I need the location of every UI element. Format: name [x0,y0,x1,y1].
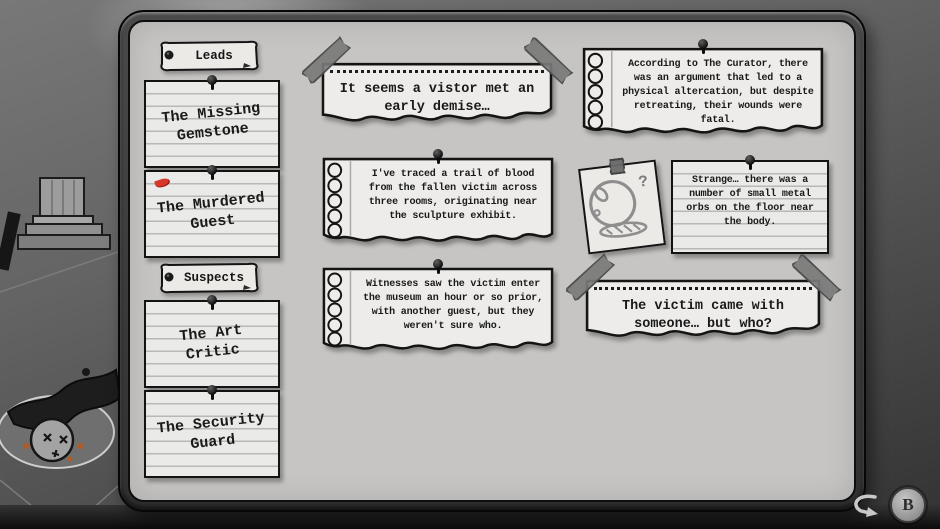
back-arrow-icon [854,494,878,517]
metal-orb [82,368,90,376]
pin-icon [697,39,709,56]
torn-paper [585,279,821,337]
tab-leads: Leads [156,40,262,72]
note-curator: According to The Curator, there was an a… [580,39,826,144]
pin-icon [206,295,218,312]
dotted-rule [330,70,544,73]
lead-card-murdered-guest[interactable]: The Murdered Guest [144,165,280,258]
note-text: Strange… there was a number of small met… [686,175,814,228]
note-metal-orbs: Strange… there was a number of small met… [671,155,829,254]
torn-paper [582,47,824,134]
pin-icon [206,75,218,92]
note-text: It seems a vistor met an early demise… [339,82,535,115]
tape-icon [608,157,626,175]
tab-suspects: Suspects [156,262,262,294]
note-companion-question: The victim came with someone… but who? [581,274,825,346]
torn-paper [322,267,554,351]
pin-icon [206,385,218,402]
victim-body [0,368,120,469]
pin-icon [432,259,444,276]
torn-paper [321,62,553,122]
background-scene [0,177,120,529]
note-text: Witnesses saw the victim enter the museu… [363,279,543,332]
note-headline: It seems a vistor met an early demise… [317,57,557,131]
note-orb-sketch: ? [578,160,666,255]
controller-prompt[interactable]: B [848,487,926,523]
pin-icon [206,165,218,182]
note-text: I've traced a trail of blood from the fa… [368,169,538,222]
dark-sculpture [0,211,21,271]
pin-icon [432,149,444,166]
evidence-board: Leads The Missing Gemstone The Murdered … [118,10,866,512]
torn-paper [322,157,554,242]
note-witnesses: Witnesses saw the victim enter the museu… [320,259,556,360]
tab-suspects-label: Suspects [183,271,244,285]
suspect-card-security-guard[interactable]: The Security Guard [144,385,280,478]
lead-card-missing-gemstone[interactable]: The Missing Gemstone [144,75,280,168]
note-text: The victim came with someone… but who? [621,299,785,332]
orb-sketch-drawing [589,179,648,238]
banner-paper [160,262,259,294]
tab-leads-label: Leads [195,49,233,63]
museum-column [17,177,111,250]
dotted-rule [594,287,812,290]
pin-icon [744,155,756,172]
note-blood-trail: I've traced a trail of blood from the fa… [320,149,556,252]
gamepad-b-button[interactable]: B [890,487,926,523]
question-mark-label: ? [637,172,650,192]
note-text: According to The Curator, there was an a… [622,59,814,126]
suspect-card-art-critic[interactable]: The Art Critic [144,295,280,388]
banner-paper [160,40,259,72]
